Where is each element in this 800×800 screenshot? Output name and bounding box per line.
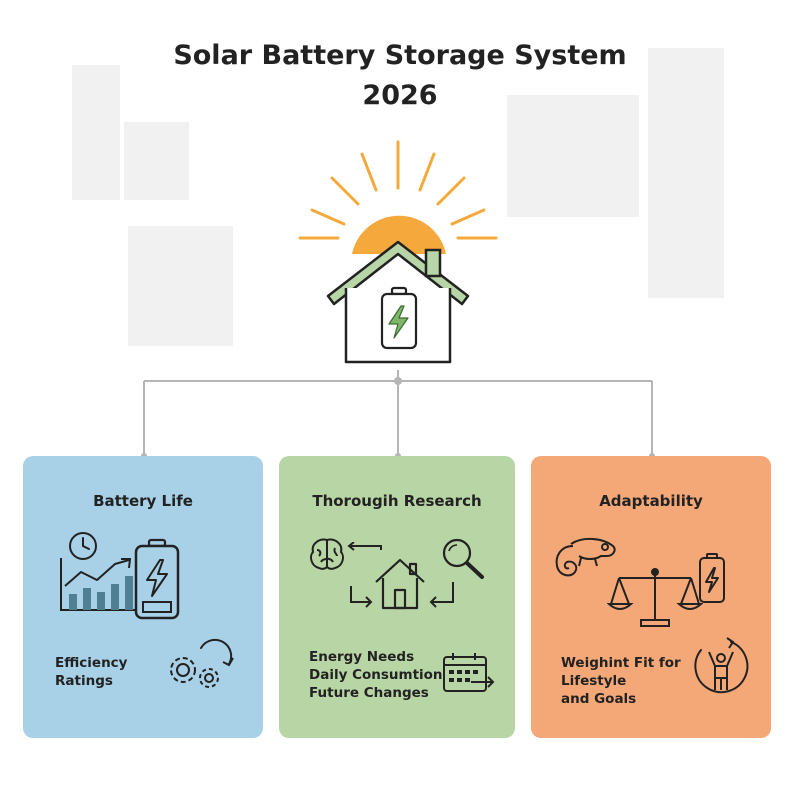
card-text-line: Energy Needs (309, 649, 415, 665)
person-cycle-icon (691, 636, 751, 702)
card-text-line: Weighint Fit for (561, 655, 681, 671)
solar-house-illustration (290, 138, 510, 370)
card-text-line: Ratings (55, 673, 113, 689)
card-adaptability: Adaptability Weigh (531, 456, 771, 738)
title-line-2: 2026 (362, 80, 438, 111)
card-text-line: Future Changes (309, 685, 429, 701)
gears-icon (163, 638, 239, 694)
battery-icon (697, 552, 727, 604)
card-title: Thorougih Research (312, 492, 482, 510)
growth-chart-icon (57, 556, 139, 614)
card-title: Adaptability (599, 492, 703, 510)
sun-icon (352, 215, 446, 254)
battery-icon (380, 286, 418, 350)
brain-icon (307, 536, 347, 572)
battery-icon (133, 538, 181, 620)
card-text-line: Efficiency (55, 655, 128, 671)
background-shape (72, 65, 120, 200)
clock-icon (67, 530, 99, 562)
connector-lines (141, 370, 655, 459)
background-shape (124, 122, 189, 200)
arrows-icon (345, 542, 385, 568)
card-text: Efficiency Ratings (55, 654, 127, 690)
card-battery-life: Battery Life Efficiency Ratings (23, 456, 263, 738)
card-text-line: Lifestyle (561, 673, 627, 689)
magnifier-icon (439, 536, 487, 582)
chameleon-icon (551, 530, 621, 582)
card-text: Weighint Fit for Lifestyle and Goals (561, 654, 681, 708)
card-text: Energy Needs Daily Consumtion Future Cha… (309, 648, 443, 702)
card-text-line: Daily Consumtion (309, 667, 443, 683)
sun-rays-icon (298, 140, 498, 240)
arrows-icon (427, 580, 457, 608)
arrows-icon (347, 584, 377, 608)
background-shape (128, 226, 233, 346)
background-shape (648, 48, 724, 298)
house-icon (373, 556, 427, 612)
calendar-icon (441, 652, 497, 694)
page-title: Solar Battery Storage System 2026 (0, 36, 800, 116)
background-shape (507, 95, 639, 217)
scales-icon (607, 566, 703, 628)
card-research: Thorougih Research (279, 456, 515, 738)
card-title: Battery Life (93, 492, 193, 510)
card-text-line: and Goals (561, 691, 637, 707)
title-line-1: Solar Battery Storage System (173, 40, 627, 71)
